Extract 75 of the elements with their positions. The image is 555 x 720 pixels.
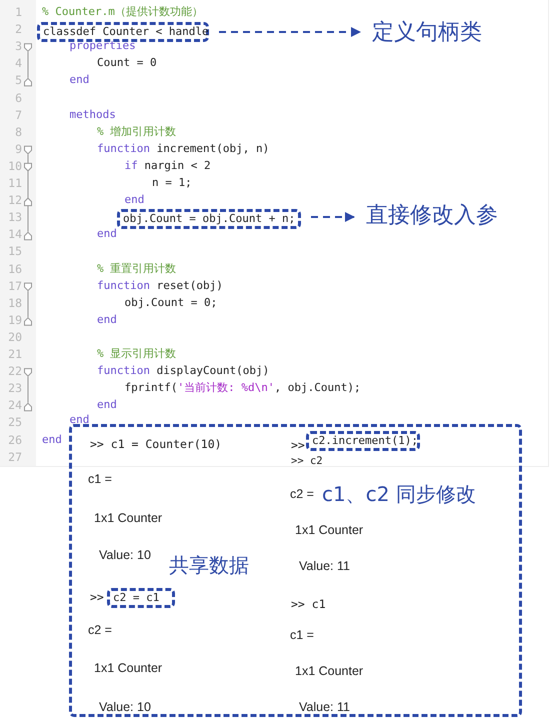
code-line: function increment(obj, n) xyxy=(97,142,270,156)
line-number: 3 xyxy=(14,39,22,54)
console-line: Value: 11 xyxy=(299,559,350,573)
code-line: end xyxy=(97,227,117,242)
console-output-box xyxy=(69,424,522,717)
line-number: 6 xyxy=(14,90,22,104)
console-line: c1 = xyxy=(290,628,314,642)
code-line: obj.Count = 0; xyxy=(124,296,218,310)
line-number: 15 xyxy=(7,244,22,258)
line-number: 4 xyxy=(14,56,22,70)
line-number: 1 xyxy=(14,5,22,19)
line-number: 25 xyxy=(7,415,22,430)
annotation-text: c1、c2 同步修改 xyxy=(322,481,476,508)
console-line: c2 = xyxy=(290,487,314,501)
line-number: 23 xyxy=(7,381,22,396)
line-number: 24 xyxy=(7,398,22,412)
line-number: 16 xyxy=(7,262,22,276)
annotation-text: 直接修改入参 xyxy=(366,200,498,230)
console-line: >> c2 xyxy=(291,454,323,468)
code-line: function reset(obj) xyxy=(97,278,223,293)
console-line: 1x1 Counter xyxy=(94,511,162,525)
line-number: 10 xyxy=(7,158,22,173)
code-line: end xyxy=(97,398,117,412)
code-line: end xyxy=(70,413,90,428)
code-comment: % 显示引用计数 xyxy=(97,347,176,361)
line-number: 7 xyxy=(14,108,22,122)
line-number: 17 xyxy=(7,278,22,293)
line-number: 27 xyxy=(7,450,22,464)
console-line: >> c1 = Counter(10) xyxy=(90,437,222,451)
code-comment: % 重置引用计数 xyxy=(97,262,176,276)
console-line: Value: 10 xyxy=(99,548,151,562)
arrow xyxy=(311,212,355,222)
code-comment: % Counter.m（提供计数功能） xyxy=(42,5,203,19)
line-number: 19 xyxy=(7,312,22,327)
code-line: end xyxy=(124,193,144,208)
annotation-text: 定义句柄类 xyxy=(372,17,482,47)
line-number: 11 xyxy=(7,176,22,190)
console-line: 1x1 Counter xyxy=(295,664,364,678)
code-line: methods xyxy=(70,108,116,122)
console-line: >> xyxy=(90,590,104,604)
line-number: 8 xyxy=(14,124,22,139)
line-number: 22 xyxy=(7,364,22,378)
console-line: 1x1 Counter xyxy=(94,661,162,675)
code-line: n = 1; xyxy=(152,176,192,190)
line-number: 5 xyxy=(14,73,22,88)
line-number: 26 xyxy=(7,432,22,446)
code-line: Count = 0 xyxy=(97,56,157,70)
highlight-box: c2.increment(1); xyxy=(306,431,420,451)
code-line: if nargin < 2 xyxy=(124,158,211,173)
highlight-box: obj.Count = obj.Count + n; xyxy=(117,209,301,229)
arrow xyxy=(219,27,361,37)
console-line: 1x1 Counter xyxy=(295,523,364,537)
console-line: >> xyxy=(291,438,305,452)
code-line: fprintf('当前计数: %d\n', obj.Count); xyxy=(124,381,361,396)
code-line: function displayCount(obj) xyxy=(97,364,270,378)
console-line: c1 = xyxy=(88,472,112,486)
line-number: 14 xyxy=(7,227,22,242)
line-number: 2 xyxy=(14,22,22,36)
line-number: 21 xyxy=(7,347,22,361)
code-line: end xyxy=(70,73,90,88)
console-line: c2 = xyxy=(88,623,112,637)
console-line: >> c1 xyxy=(291,597,326,611)
line-number: 9 xyxy=(14,142,22,156)
code-line: end xyxy=(42,432,62,446)
code-comment: % 增加引用计数 xyxy=(97,124,176,139)
code-line: end xyxy=(97,312,117,327)
annotation-text: 共享数据 xyxy=(169,552,249,579)
line-number: 12 xyxy=(7,193,22,208)
line-number: 20 xyxy=(7,330,22,344)
line-number: 18 xyxy=(7,296,22,310)
console-line: Value: 10 xyxy=(99,700,151,714)
highlight-box: c2 = c1 xyxy=(107,588,175,608)
console-line: Value: 11 xyxy=(299,700,350,714)
line-number: 13 xyxy=(7,210,22,224)
code-line: properties xyxy=(70,39,136,54)
